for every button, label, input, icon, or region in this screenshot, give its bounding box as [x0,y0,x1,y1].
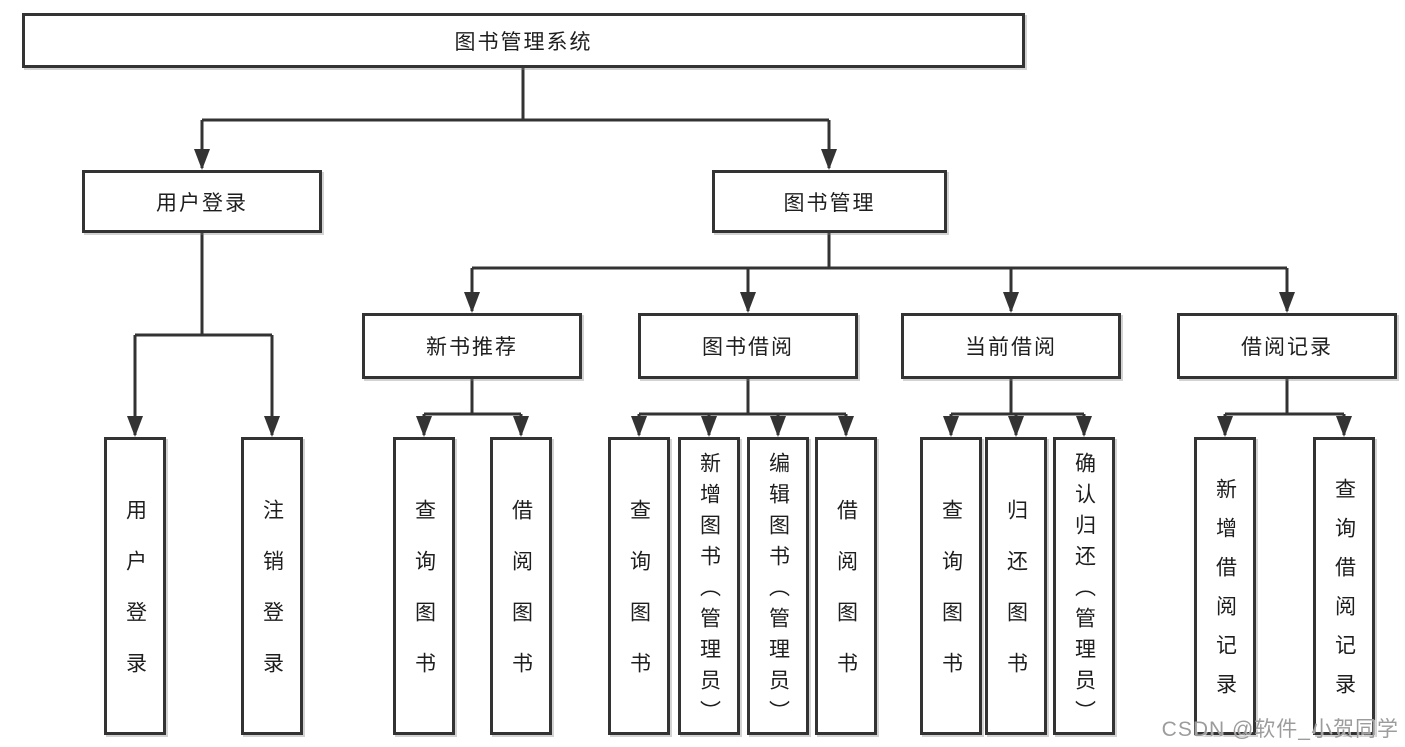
leaf-new-book-query-books: 查询图书 [393,437,455,735]
node-borrow-record: 借阅记录 [1177,313,1397,379]
arrowhead [770,416,786,437]
leaf-borrow-edit-books-admin: 编辑图书（管理员） [747,437,809,735]
node-user-login: 用户登录 [82,170,322,233]
leaf-record-add-borrow-record: 新增借阅记录 [1194,437,1256,735]
connector-new-book-children [422,379,523,435]
leaf-current-confirm-return-admin: 确认归还（管理员） [1053,437,1115,735]
connector-borrow-record-children [1223,379,1346,435]
arrowhead [1217,416,1233,437]
arrowhead [740,292,756,313]
csdn-watermark: CSDN @软件_小贺同学 [1161,718,1399,741]
arrowhead [1008,416,1024,437]
node-current-borrow: 当前借阅 [901,313,1121,379]
arrowhead [1336,416,1352,437]
arrowhead [416,416,432,437]
connector-book-management-sections [470,233,1289,311]
arrowhead [194,149,210,170]
arrowhead [1076,416,1092,437]
leaf-current-return-books: 归还图书 [985,437,1047,735]
node-new-book-recommend: 新书推荐 [362,313,582,379]
node-root-library-management-system: 图书管理系统 [22,13,1025,68]
arrowhead [943,416,959,437]
leaf-logout-login: 注销登录 [241,437,303,735]
arrowhead [1279,292,1295,313]
arrowhead [127,416,143,437]
node-book-borrow: 图书借阅 [638,313,858,379]
leaf-borrow-query-books: 查询图书 [608,437,670,735]
arrowhead [513,416,529,437]
arrowhead [264,416,280,437]
leaf-user-login: 用户登录 [104,437,166,735]
leaf-current-query-books: 查询图书 [920,437,982,735]
leaf-new-book-borrow-books: 借阅图书 [490,437,552,735]
arrowhead [1003,292,1019,313]
leaf-borrow-add-books-admin: 新增图书（管理员） [678,437,740,735]
arrowhead [464,292,480,313]
arrowhead [838,416,854,437]
connector-user-login-children [133,233,274,435]
arrowhead [701,416,717,437]
arrowhead [821,149,837,170]
leaf-record-query-borrow-record: 查询借阅记录 [1313,437,1375,735]
leaf-borrow-borrow-books: 借阅图书 [815,437,877,735]
arrowhead [631,416,647,437]
connector-book-borrow-children [637,379,848,435]
connector-root-to-level2 [200,68,831,168]
node-book-management: 图书管理 [712,170,947,233]
